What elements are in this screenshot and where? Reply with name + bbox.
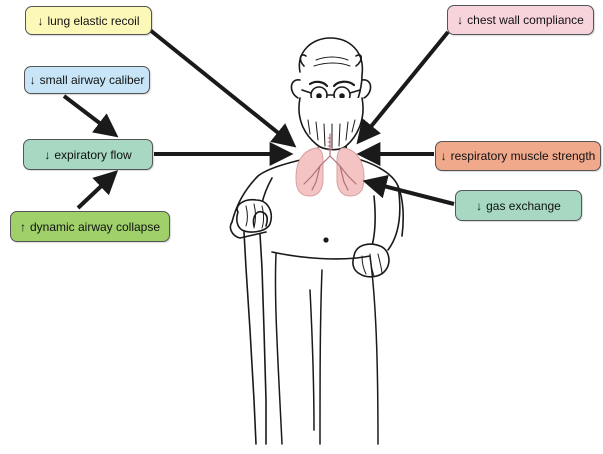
down-arrow-icon: ↓ [37, 14, 43, 28]
small-airway-caliber-label: small airway caliber [40, 73, 145, 87]
down-arrow-icon: ↓ [457, 13, 463, 27]
arrow-gas-exchange-to-lungs [368, 182, 454, 204]
down-arrow-icon: ↓ [30, 73, 36, 87]
arrow-small-airway-to-expiratory [64, 96, 114, 134]
right-ear [362, 80, 371, 98]
trousers [275, 254, 378, 444]
arrow-lung-recoil-to-lungs [150, 30, 292, 144]
cane [244, 232, 266, 444]
lung-elastic-recoil-label: lung elastic recoil [47, 14, 139, 28]
up-arrow-icon: ↑ [20, 220, 26, 234]
chest-wall-compliance-label: chest wall compliance [467, 13, 584, 27]
down-arrow-icon: ↓ [44, 148, 50, 162]
elderly-man-figure [230, 38, 403, 444]
expiratory-flow-box: ↓ expiratory flow [23, 139, 153, 170]
lungs [296, 134, 364, 196]
gas-exchange-box: ↓ gas exchange [455, 190, 582, 221]
lung-elastic-recoil-box: ↓ lung elastic recoil [25, 6, 152, 35]
dynamic-airway-collapse-box: ↑ dynamic airway collapse [10, 211, 170, 242]
left-ear [291, 80, 300, 98]
down-arrow-icon: ↓ [476, 199, 482, 213]
respiratory-muscle-strength-label: respiratory muscle strength [451, 149, 596, 163]
respiratory-muscle-strength-box: ↓ respiratory muscle strength [435, 141, 601, 171]
gas-exchange-label: gas exchange [486, 199, 561, 213]
small-airway-caliber-box: ↓ small airway caliber [24, 66, 150, 94]
arrow-chest-wall-to-lungs [360, 32, 448, 140]
expiratory-flow-label: expiratory flow [54, 148, 131, 162]
down-arrow-icon: ↓ [441, 149, 447, 163]
chest-wall-compliance-box: ↓ chest wall compliance [447, 5, 594, 35]
arrow-dynamic-collapse-to-expiratory [78, 174, 114, 208]
right-arm [370, 186, 400, 252]
dynamic-airway-collapse-label: dynamic airway collapse [30, 220, 160, 234]
